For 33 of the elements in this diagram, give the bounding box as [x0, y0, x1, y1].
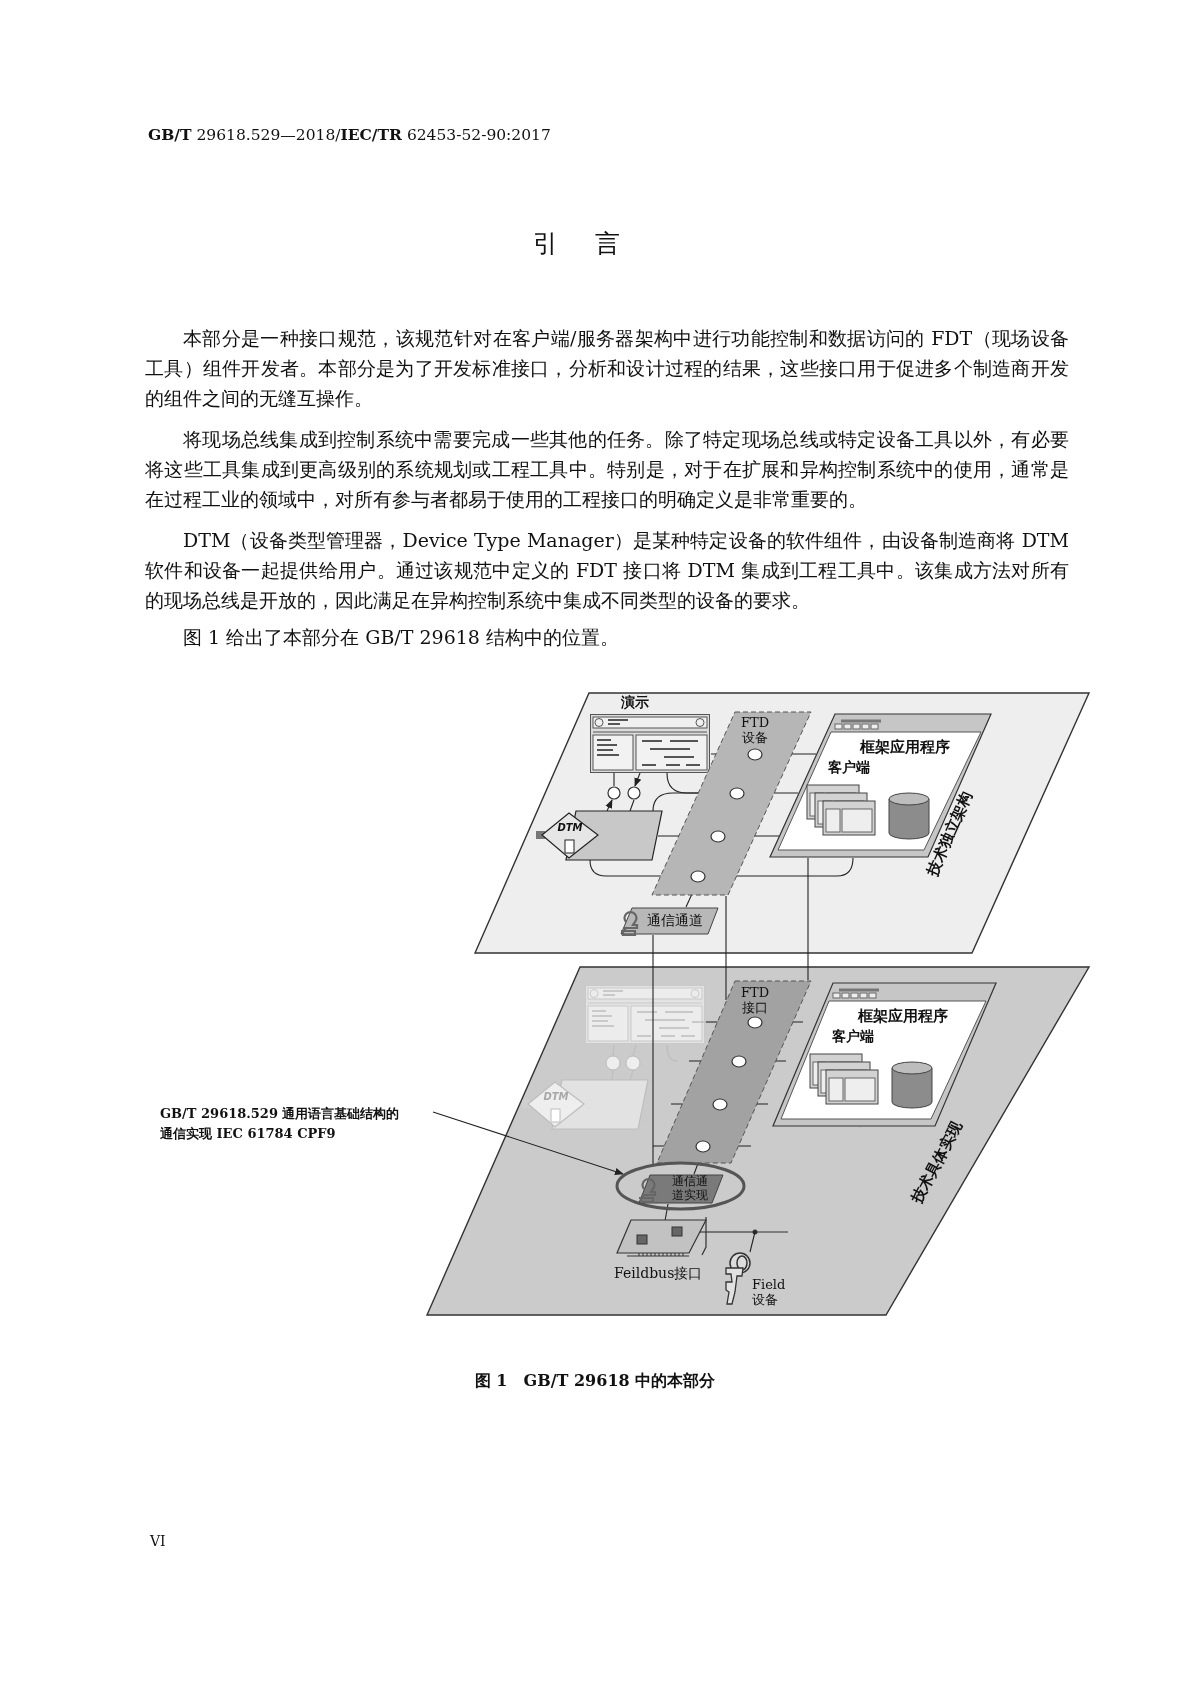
paragraph: 本部分是一种接口规范，该规范针对在客户端/服务器架构中进行功能控制和数据访问的 FDT（现场设备工具）组件开发者。本部分是为了开发标准接口，分析和设计过程的结果，这些接口用于促进多个制造商开发的组件之间的无缝互操作。	[145, 326, 1069, 411]
band-label: FTD设备	[739, 716, 771, 746]
window-heading: 框架应用程序	[856, 1008, 949, 1026]
arrow	[605, 799, 613, 812]
dtm-label: DTM	[542, 1091, 570, 1103]
annotation-text: GB/T 29618.529 通用语言基础结构的通信实现 IEC 61784 CPF9	[160, 1105, 400, 1143]
figure-caption: 图 1 GB/T 29618 中的本部分	[473, 1372, 717, 1391]
channel-label: 通信通道	[647, 912, 703, 929]
channel-label: 通信通道实现	[672, 1174, 709, 1203]
card-label: Feildbus接口	[614, 1265, 703, 1282]
connector-line	[629, 799, 635, 812]
window-heading: 框架应用程序	[858, 739, 951, 757]
page-header: GB/T 29618.529—2018/IEC/TR 62453-52-90:2017	[148, 126, 551, 145]
connector-line	[807, 857, 809, 981]
window-label: 客户端	[827, 759, 871, 776]
leader-line	[432, 1111, 624, 1175]
connector-line	[725, 895, 727, 1001]
layer-label: 技术具体实现	[906, 1117, 967, 1209]
paragraph: 将现场总线集成到控制系统中需要完成一些其他的任务。除了特定现场总线或特定设备工具以外，有必要将这些工具集成到更高级别的系统规划或工程工具中。特别是，对于在扩展和异构控制系统中的使用，通常是在过程工业的领域中，对所有参与者都易于使用的工程接口的明确定义是非常重要的。	[145, 427, 1069, 512]
dtm-label: DTM	[556, 822, 584, 834]
window-title: 演示	[620, 694, 650, 711]
arrow	[634, 772, 642, 787]
page-number: VI	[150, 1533, 166, 1550]
paragraph: DTM（设备类型管理器，Device Type Manager）是某种特定设备的软件组件，由设备制造商将 DTM 软件和设备一起提供给用户。通过该规范中定义的 FDT 接口将 DTM 集成到工程工具中。该集成方法对所有的现场总线是开放的，因此满足在异构控制系统中集成不同类型的设备的要求。	[145, 528, 1069, 613]
connector-line	[652, 934, 654, 1166]
page-title: 引言	[531, 230, 659, 259]
band-label: FTD接口	[739, 986, 771, 1016]
device-label: Field设备	[752, 1278, 787, 1308]
window-label: 客户端	[831, 1028, 875, 1045]
connector-line	[664, 1203, 669, 1222]
connector-line	[613, 772, 615, 787]
layer-label: 技术独立架构	[921, 787, 977, 881]
paragraph: 图 1 给出了本部分在 GB/T 29618 结构中的位置。	[182, 625, 620, 650]
